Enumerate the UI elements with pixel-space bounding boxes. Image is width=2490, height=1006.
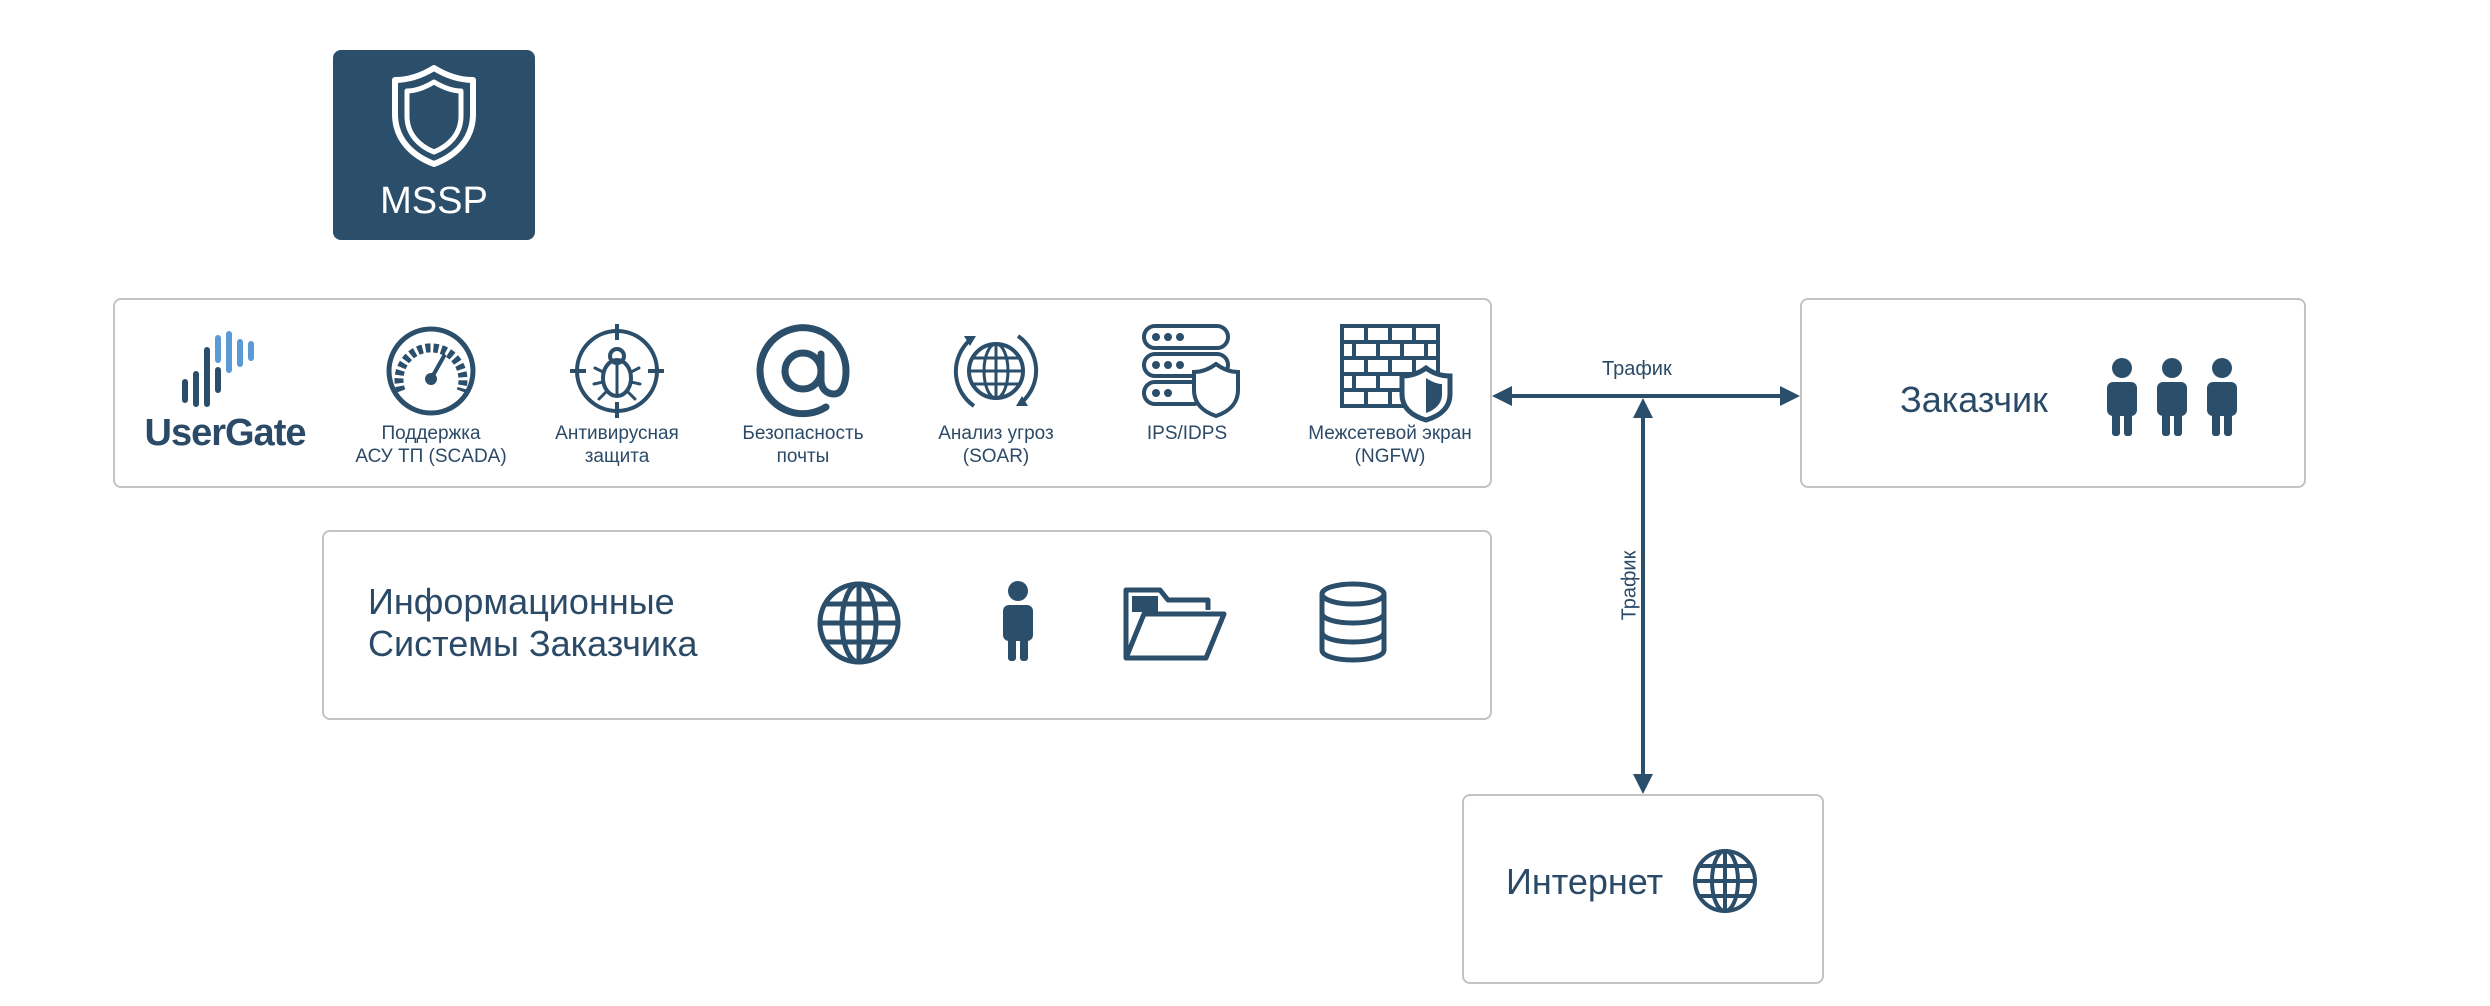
service-label-scada: Поддержка АСУ ТП (SCADA) [355, 423, 507, 467]
globe-sync-icon [953, 334, 1039, 408]
user-icon [1003, 581, 1033, 661]
traffic-label-vertical: Трафик [1618, 550, 1641, 621]
info-systems-panel [322, 530, 1492, 720]
globe-icon [817, 581, 901, 665]
arrowhead-right [1780, 386, 1800, 406]
internet-label: Интернет [1506, 861, 1664, 902]
service-label-ngfw: Межсетевой экран (NGFW) [1308, 423, 1472, 467]
server-shield-icon [1142, 324, 1240, 419]
arrowhead-up [1633, 398, 1653, 418]
mssp-label: MSSP [380, 180, 488, 222]
service-label-mail: Безопасность почты [742, 423, 864, 467]
gauge-icon [386, 326, 476, 416]
info-systems-label-line2: Системы Заказчика [368, 623, 698, 664]
shield-icon [392, 65, 476, 167]
usergate-logo-icon [182, 331, 254, 407]
internet-panel [1462, 794, 1824, 984]
at-sign-icon [756, 324, 850, 418]
bug-target-icon [570, 324, 664, 418]
service-label-ips: IPS/IDPS [1146, 423, 1228, 444]
service-label-soar: Анализ угроз (SOAR) [938, 423, 1054, 467]
globe-icon [1693, 849, 1757, 913]
customer-label: Заказчик [1900, 379, 2048, 420]
firewall-shield-icon [1340, 324, 1453, 423]
folder-icon [1123, 587, 1227, 661]
usergate-logo-text: UserGate [144, 412, 307, 454]
arrowhead-left [1492, 386, 1512, 406]
traffic-label-horizontal: Трафик [1602, 358, 1672, 380]
service-label-antivirus: Антивирусная защита [555, 423, 679, 467]
database-icon [1319, 581, 1387, 663]
mssp-tile: MSSP [333, 50, 535, 240]
users-icon [2107, 358, 2237, 436]
arrowhead-down [1633, 774, 1653, 794]
info-systems-label-line1: Информационные [368, 581, 675, 622]
